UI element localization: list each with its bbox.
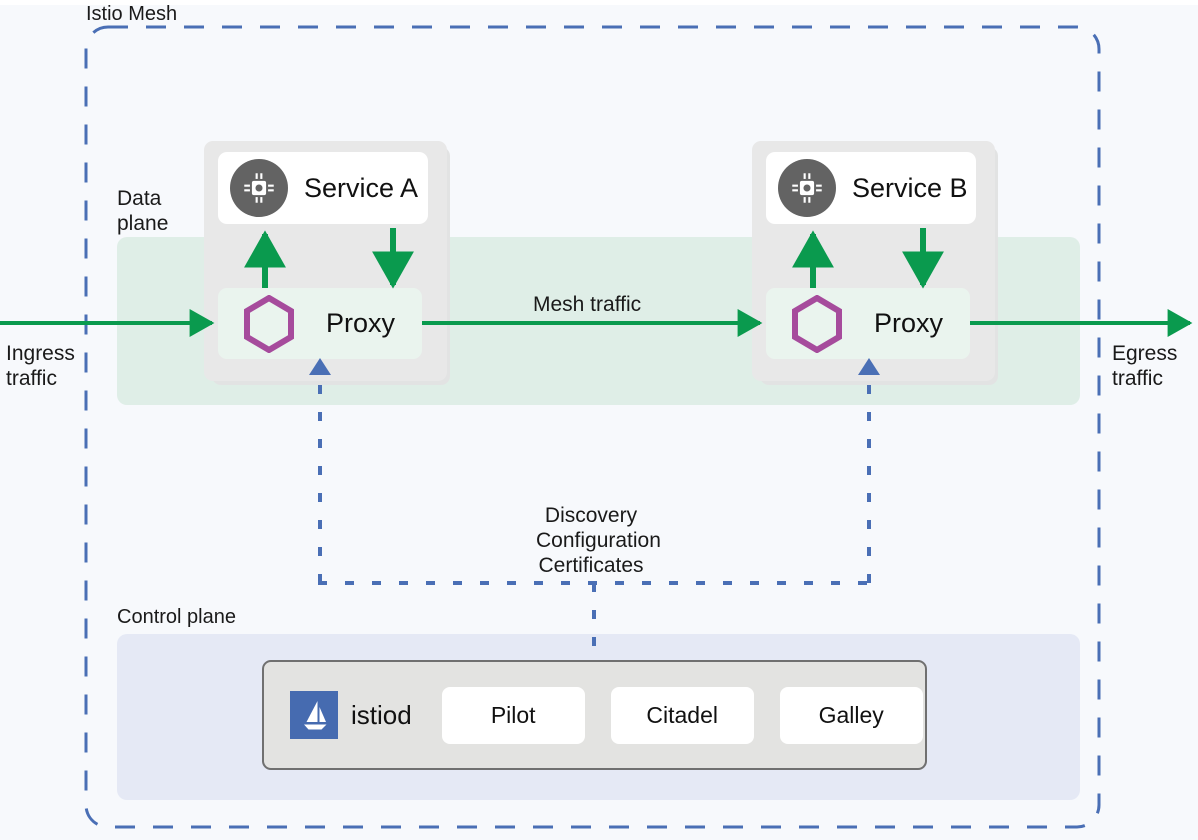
service-b-proxy-label: Proxy [874,308,944,338]
component-citadel[interactable]: Citadel [610,686,754,744]
istio-mesh-label: Istio Mesh [86,3,178,25]
istiod-label: istiod [351,699,412,730]
service-b-proxy-box[interactable]: Proxy [766,288,970,359]
top-white-strip [0,0,1198,5]
data-plane-label: Data plane [117,187,169,235]
istiod-panel: istiod Pilot Citadel Galley [262,660,927,770]
service-a-label: Service A [304,172,419,203]
cpu-chip-icon [778,159,836,217]
service-b-box[interactable]: Service B [766,152,976,224]
cpu-chip-icon [230,159,288,217]
envoy-hexagon-icon [243,294,295,353]
service-b-label: Service B [852,172,968,203]
service-a-box[interactable]: Service A [218,152,428,224]
control-plane-label: Control plane [117,606,236,628]
mesh-traffic-label: Mesh traffic [533,293,642,316]
ingress-traffic-label: Ingress traffic [6,342,75,390]
istiod-brand: istiod [290,691,412,739]
service-a-proxy-box[interactable]: Proxy [218,288,422,359]
component-galley[interactable]: Galley [779,686,923,744]
envoy-hexagon-icon [791,294,843,353]
discovery-config-certificates-label: Discovery Configuration Certificates [536,504,661,577]
component-pilot[interactable]: Pilot [441,686,585,744]
egress-traffic-label: Egress traffic [1112,342,1178,390]
service-a-proxy-label: Proxy [326,308,396,338]
istio-sailboat-logo [290,691,338,739]
